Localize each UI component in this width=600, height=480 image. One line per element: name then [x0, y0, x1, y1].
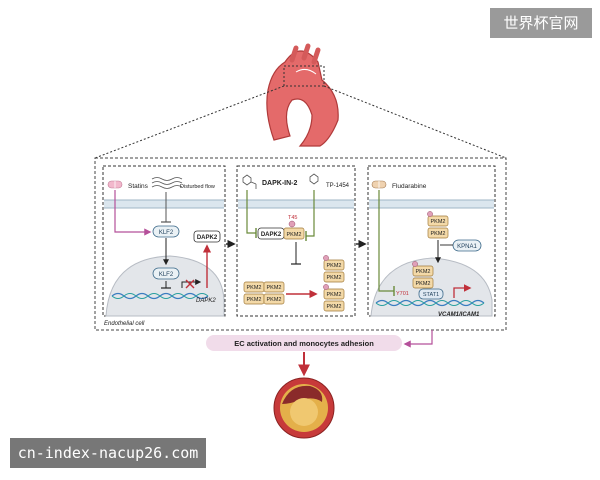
- endothelial-cell-label: Endothelial cell: [104, 321, 145, 327]
- svg-text:PKM2: PKM2: [431, 231, 446, 237]
- pkm2-box: [412, 265, 434, 277]
- svg-text:PKM2: PKM2: [327, 292, 342, 298]
- plaque-vessel-illustration: [273, 377, 335, 439]
- dapk2-gene-label: DAPK2: [196, 298, 216, 304]
- pkm2-box: [323, 288, 345, 300]
- outer-frame: [94, 157, 507, 331]
- outcome-label: EC activation and monocytes adhesion: [234, 339, 374, 348]
- klf2-nucleus-box: [152, 267, 180, 280]
- pkm2-box: [323, 259, 345, 271]
- dapk2-protein-label: DAPK2: [197, 235, 218, 241]
- flow-wave-icon: [151, 177, 183, 181]
- molecule-icon: [242, 174, 257, 189]
- membranes: [104, 199, 494, 209]
- fludarabine-inhibit-line: [378, 190, 394, 292]
- disturbed-flow-label: Disturbed flow: [180, 184, 215, 190]
- dapk-in-2-inhibit-line: [246, 190, 256, 234]
- pkm2-box: [427, 227, 449, 239]
- svg-text:PKM2: PKM2: [327, 263, 342, 269]
- pkm2-box: [263, 281, 285, 293]
- tp-1454-inhibit-line: [306, 190, 315, 237]
- svg-text:PKM2: PKM2: [247, 297, 262, 303]
- dapk-in-2-label: DAPK-IN-2: [262, 180, 297, 187]
- tp-1454-label: TP-1454: [326, 183, 350, 189]
- molecule-icon: [309, 173, 319, 185]
- svg-text:PKM2: PKM2: [267, 297, 282, 303]
- svg-text:PKM2: PKM2: [416, 281, 431, 287]
- svg-text:PKM2: PKM2: [431, 219, 446, 225]
- statins-arrow: [114, 190, 152, 236]
- panel-1: Statins Disturbed flow KLF2 KLF2 DAPK2 D…: [107, 177, 221, 304]
- transcription-arrow: [453, 284, 472, 298]
- dapk2-protein-box: [193, 230, 221, 243]
- pkm2-box: [323, 300, 345, 312]
- outcome-box: [206, 335, 402, 351]
- t45-label: T45: [288, 215, 297, 221]
- stat1-box: [418, 288, 444, 300]
- nucleus-panel-1: [105, 255, 225, 317]
- dapk2-label: DAPK2: [261, 232, 282, 238]
- svg-text:PKM2: PKM2: [327, 304, 342, 310]
- zoom-line-left: [94, 85, 285, 159]
- phospho-site: [288, 220, 296, 228]
- pkm2-box: [263, 293, 285, 305]
- watermark-bottom: cn-index-nacup26.com: [10, 438, 206, 468]
- kpna1-box: [452, 239, 482, 252]
- fludarabine-label: Fludarabine: [392, 183, 427, 190]
- aorta-illustration: [266, 43, 339, 147]
- stat1-label: STAT1: [423, 292, 439, 298]
- klf2-nucleus-label: KLF2: [159, 272, 174, 278]
- pkm2-box: [427, 215, 449, 227]
- pkm2-box: [412, 277, 434, 289]
- panel-3: Fludarabine PKM2 PKM2 KPNA1 PKM2 PKM2 Y7…: [371, 180, 485, 318]
- statins-label: Statins: [128, 183, 149, 190]
- pkm2-box: [283, 227, 305, 240]
- klf2-top-label: KLF2: [159, 230, 174, 236]
- outcome-arrow: [403, 330, 433, 348]
- pkm2-box: [323, 271, 345, 283]
- panel-2: DAPK-IN-2 TP-1454 DAPK2 PKM2 T45 PKM2 PK…: [242, 173, 350, 312]
- svg-text:PKM2: PKM2: [327, 275, 342, 281]
- dna-strand: [375, 299, 485, 307]
- vcam1-icam1-label: VCAM1/ICAM1: [438, 312, 480, 318]
- svg-text:PKM2: PKM2: [267, 285, 282, 291]
- svg-text:PKM2: PKM2: [247, 285, 262, 291]
- kpna1-label: KPNA1: [457, 244, 477, 250]
- svg-text:PKM2: PKM2: [287, 232, 302, 238]
- watermark-top: 世界杯官网: [490, 8, 592, 38]
- zoom-line-right: [323, 85, 507, 159]
- panel-2-frame: [236, 165, 356, 317]
- klf2-top-box: [152, 225, 180, 238]
- y701-label: Y701: [396, 291, 409, 297]
- svg-text:PKM2: PKM2: [416, 269, 431, 275]
